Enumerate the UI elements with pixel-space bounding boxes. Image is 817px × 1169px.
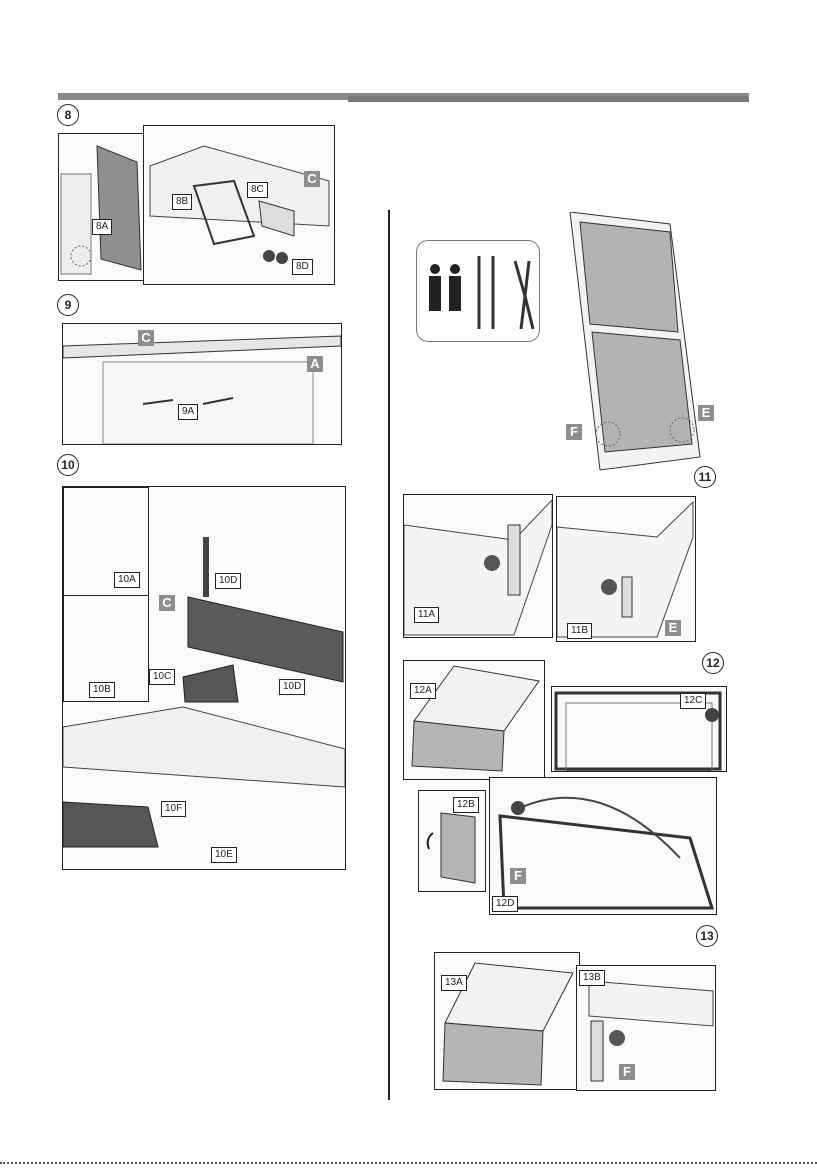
label-9A: 9A [178,404,198,420]
step-10-panel: 10A 10B C 10D 10C 10D 10F 10E [62,486,346,870]
pliers-icon [515,261,533,329]
letter-C: C [159,595,175,611]
label-10F: 10F [161,801,186,817]
label-10D-top: 10D [215,573,241,589]
label-11A: 11A [414,607,439,623]
door-mount-illustration [435,953,579,1089]
screwdriver-icon [479,256,493,329]
fridge-overview: E F [560,212,710,472]
label-8A: 8A [92,219,112,235]
step-12B-panel: 12B [418,790,486,892]
step-number-11: 11 [694,466,716,488]
label-12D: 12D [492,896,518,912]
letter-C: C [304,171,320,187]
label-13B: 13B [579,970,605,986]
step-11A-panel: 11A [403,494,553,638]
step-13A-panel: 13A [434,952,580,1090]
letter-F: F [619,1064,635,1080]
label-8B: 8B [172,194,192,210]
upper-door-frame-illustration [490,778,716,914]
two-persons-icon [429,264,461,311]
step-9-panel: C A 9A [62,323,342,445]
step-12A-panel: 12A [403,660,545,780]
letter-E: E [698,405,714,421]
step-number-8: 8 [57,104,79,126]
step-8-door-panel: 8A [58,133,150,281]
label-13A: 13A [441,975,467,991]
label-12B: 12B [453,797,479,813]
letter-F: F [510,868,526,884]
label-10A: 10A [114,572,140,588]
tools-box [416,240,540,342]
step-number-9: 9 [57,294,79,316]
header-rule-right [348,96,749,102]
letter-F: F [566,424,582,440]
label-8D: 8D [292,259,313,275]
letter-E: E [665,620,681,636]
step-12D-panel: F 12D [489,777,717,915]
top-cover-illustration [63,324,341,444]
label-10D-side: 10D [279,679,305,695]
label-11B: 11B [567,623,592,639]
label-12C: 12C [680,693,706,709]
step-10A-inset: 10A [63,487,149,597]
label-10C: 10C [149,669,175,685]
column-divider [388,210,390,1100]
label-8C: 8C [247,182,268,198]
lower-door-illustration [404,661,544,779]
step-number-10: 10 [57,454,79,476]
page-bottom-border [0,1162,817,1164]
label-10E: 10E [211,847,237,863]
step-number-12: 12 [702,652,724,674]
step-11B-panel: E 11B [556,496,696,642]
step-13B-panel: F 13B [576,965,716,1091]
door-lift-illustration [59,134,149,280]
step-12C-panel: 12C [551,686,727,772]
step-8-hinge-panel: C 8C 8B 8D [143,125,335,285]
fridge-illustration [560,212,710,472]
step-number-13: 13 [696,925,718,947]
tools-illustration [417,241,539,341]
label-12A: 12A [410,683,436,699]
step-10B-inset: 10B [63,595,149,702]
label-10B: 10B [89,682,115,698]
letter-C: C [138,330,154,346]
letter-A: A [307,356,323,372]
